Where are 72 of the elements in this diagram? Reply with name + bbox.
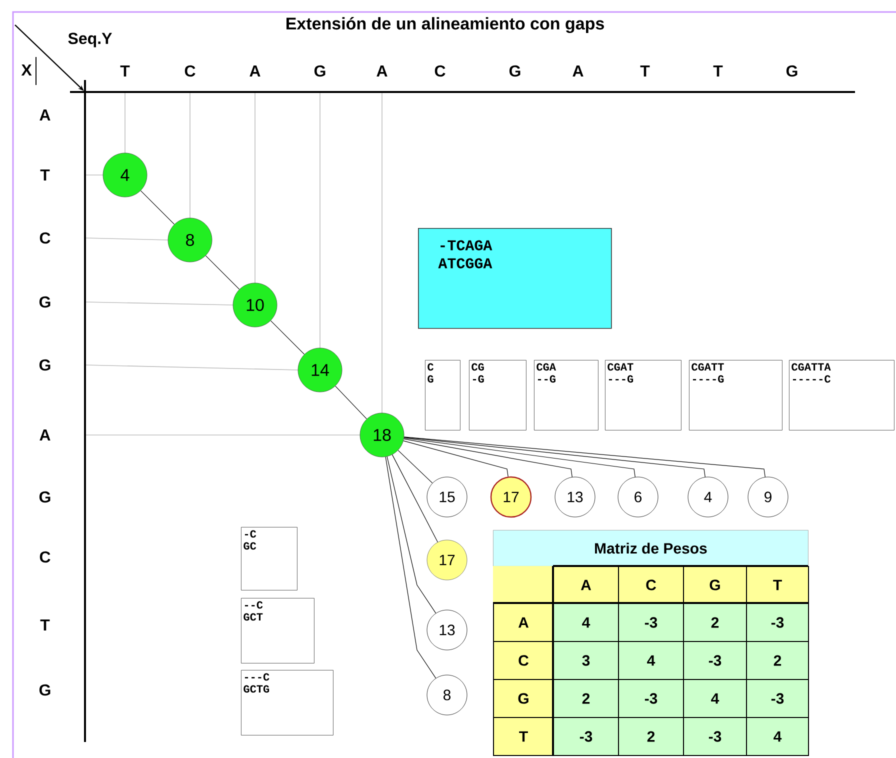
axis-label: X [21, 64, 32, 76]
table-cell: A [553, 566, 619, 604]
sequence-letter: A [376, 65, 388, 76]
sequence-letter: G [39, 491, 50, 503]
sequence-letter: C [184, 65, 196, 77]
table-cell: 4 [553, 603, 619, 642]
sequence-letter: G [786, 65, 798, 77]
partial-alignment-box: C G [425, 360, 460, 430]
sequence-letter: T [40, 170, 50, 180]
sequence-letter: C [40, 232, 50, 244]
partial-alignment-box: --C GCT [241, 598, 314, 664]
sequence-letter: T [713, 65, 723, 76]
table-title: Matriz de Pesos [493, 530, 808, 566]
partial-alignment-box: CGA --G [534, 360, 598, 430]
table-cell: -3 [683, 717, 747, 756]
sequence-letter: G [39, 359, 50, 371]
connector-line [404, 436, 766, 478]
table-cell: G [683, 566, 747, 604]
table-cell: T [493, 717, 554, 756]
connector-line [392, 454, 438, 542]
table-cell: T [746, 566, 809, 604]
table-cell: A [493, 603, 554, 642]
table-cell: -3 [746, 679, 809, 718]
table-cell: 4 [683, 679, 747, 718]
connector-line [404, 438, 636, 478]
table-cell: 2 [618, 717, 684, 756]
partial-alignment-box: CGATTA -----C [789, 360, 894, 430]
sequence-letter: G [39, 684, 50, 696]
table-cell: G [493, 679, 554, 718]
connector-line [205, 255, 240, 290]
table-cell: 2 [746, 641, 809, 680]
connector-line [403, 440, 508, 477]
table-cell: 2 [683, 603, 747, 642]
sequence-letter: G [39, 296, 50, 308]
sequence-letter: A [40, 430, 50, 440]
table-cell: -3 [746, 603, 809, 642]
sequence-letter: A [250, 65, 260, 76]
connector-line [140, 190, 175, 225]
table-cell: 4 [746, 717, 809, 756]
partial-alignment-box: CGATT ----G [689, 360, 782, 430]
connector-line [404, 438, 572, 478]
table-cell: C [618, 566, 684, 604]
connector-line [335, 386, 367, 420]
connector-line [398, 450, 433, 484]
connector-line [386, 456, 436, 614]
table-cell: -3 [553, 717, 619, 756]
table-cell: 2 [553, 679, 619, 718]
table-cell: 4 [618, 641, 684, 680]
table-cell: C [493, 641, 554, 680]
partial-alignment-box: CGAT ---G [605, 360, 682, 430]
connector-line [270, 320, 305, 355]
axis-label: Seq.Y [68, 32, 112, 48]
sequence-letter: G [509, 65, 520, 77]
sequence-letter: C [40, 551, 50, 563]
table-cell: -3 [618, 679, 684, 718]
partial-alignment-box: ---C GCTG [241, 670, 334, 736]
table-cell: -3 [618, 603, 684, 642]
alignment-box: -TCAGA ATCGGA [418, 228, 612, 329]
partial-alignment-box: CG -G [469, 360, 526, 430]
sequence-letter: T [40, 620, 50, 630]
sequence-letter: T [120, 65, 130, 76]
sequence-letter: A [40, 109, 50, 120]
sequence-letter: A [572, 65, 584, 76]
table-cell: 3 [553, 641, 619, 680]
table-cell: -3 [683, 641, 747, 680]
diagram-title: Extensión de un alineamiento con gaps [286, 16, 604, 34]
sequence-letter: G [314, 65, 326, 77]
sequence-letter: T [640, 65, 650, 76]
sequence-letter: C [434, 65, 446, 77]
connector-line [385, 456, 436, 678]
partial-alignment-box: -C GC [241, 527, 298, 590]
connector-line [404, 437, 706, 478]
